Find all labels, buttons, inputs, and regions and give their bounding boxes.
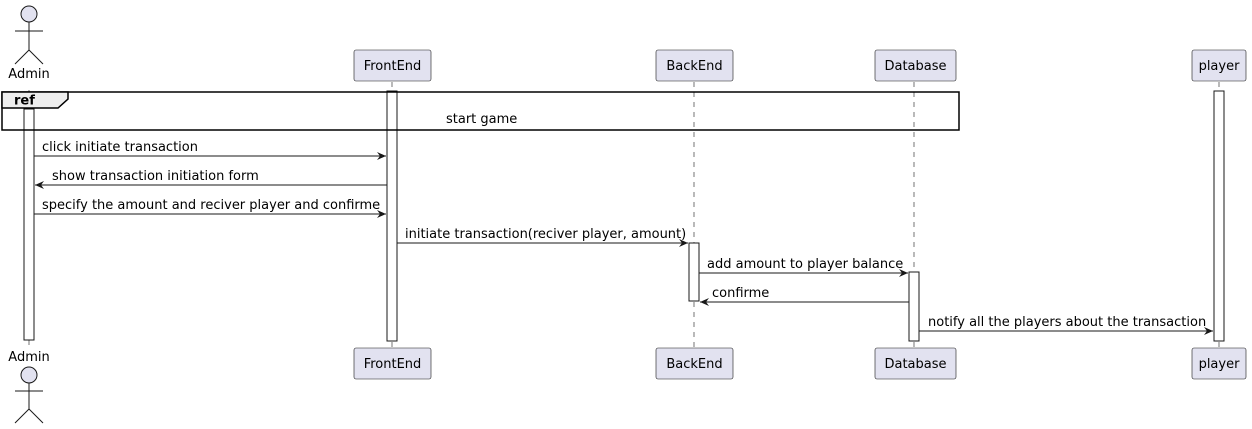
- participant-label-database-top: Database: [884, 59, 946, 74]
- actor-leg-right-icon: [28, 49, 44, 65]
- participant-box-player-bottom: [1191, 347, 1247, 380]
- actor-leg-right-icon: [28, 408, 44, 424]
- activations: [23, 90, 1225, 342]
- participant-player-top: player: [1191, 49, 1247, 82]
- lifelines: [28, 82, 1220, 348]
- actor-admin-bottom: Admin: [8, 350, 50, 424]
- activation-database: [908, 271, 920, 342]
- participants-top: Admin FrontEnd BackEnd Database player: [8, 5, 1247, 82]
- ref-frame-tag: ref: [14, 94, 35, 109]
- message-label-3: specify the amount and reciver player an…: [42, 198, 380, 213]
- participant-box-backend-top: [655, 49, 734, 82]
- message-label-7: notify all the players about the transac…: [928, 315, 1206, 330]
- message-label-1: click initiate transaction: [42, 140, 198, 155]
- ref-frame: ref start game: [1, 91, 960, 131]
- ref-frame-tab: [1, 91, 69, 109]
- ref-frame-text: start game: [446, 112, 517, 127]
- participant-database-bottom: Database: [874, 347, 957, 380]
- message-label-4: initiate transaction(reciver player, amo…: [405, 227, 686, 242]
- participant-label-backend-bottom: BackEnd: [666, 357, 722, 372]
- participant-label-database-bottom: Database: [884, 357, 946, 372]
- actor-head-icon: [20, 5, 38, 23]
- participant-label-admin-top: Admin: [8, 67, 49, 82]
- participant-backend-bottom: BackEnd: [655, 347, 734, 380]
- actor-admin-top: Admin: [8, 5, 50, 82]
- participant-label-player-bottom: player: [1199, 357, 1241, 372]
- message-label-5: add amount to player balance: [707, 257, 903, 272]
- activation-frontend: [386, 90, 398, 342]
- participant-box-frontend-top: [353, 49, 432, 82]
- participant-label-frontend-bottom: FrontEnd: [364, 357, 422, 372]
- activation-player: [1213, 90, 1225, 342]
- participant-backend-top: BackEnd: [655, 49, 734, 82]
- participants-bottom: Admin FrontEnd BackEnd Database player: [8, 347, 1247, 424]
- participant-box-backend-bottom: [655, 347, 734, 380]
- participant-box-database-top: [874, 49, 957, 82]
- participant-box-player-top: [1191, 49, 1247, 82]
- participant-box-database-bottom: [874, 347, 957, 380]
- messages: click initiate transaction show transact…: [34, 140, 1213, 335]
- participant-label-admin-bottom: Admin: [8, 350, 49, 365]
- actor-leg-left-icon: [14, 49, 30, 65]
- actor-leg-left-icon: [14, 408, 30, 424]
- message-label-2: show transaction initiation form: [52, 169, 259, 184]
- participant-player-bottom: player: [1191, 347, 1247, 380]
- activation-backend: [688, 242, 700, 302]
- ref-frame-border: [1, 91, 960, 131]
- participant-label-frontend-top: FrontEnd: [364, 59, 422, 74]
- participant-label-backend-top: BackEnd: [666, 59, 722, 74]
- participant-frontend-bottom: FrontEnd: [353, 347, 432, 380]
- participant-frontend-top: FrontEnd: [353, 49, 432, 82]
- activation-admin: [23, 108, 35, 341]
- message-label-6: confirme: [712, 286, 769, 301]
- participant-label-player-top: player: [1199, 59, 1241, 74]
- actor-head-icon: [20, 366, 38, 384]
- participant-box-frontend-bottom: [353, 347, 432, 380]
- participant-database-top: Database: [874, 49, 957, 82]
